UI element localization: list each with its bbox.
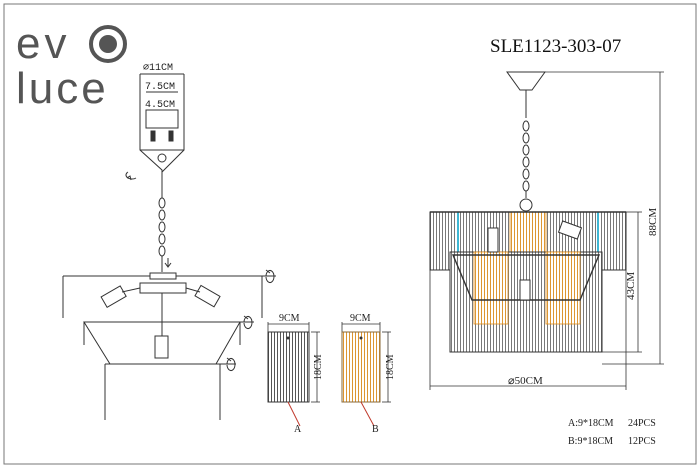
brand-logo-line1: ev [16, 19, 70, 68]
brand-logo-line2: luce [16, 64, 109, 113]
part-b-label: B:9*18CM [568, 436, 613, 447]
pendant-a-tag: A [294, 424, 302, 435]
brand-logo-dot-icon [99, 35, 117, 53]
pendant-a-leader [287, 401, 301, 427]
part-a-qty: 24PCS [628, 418, 656, 429]
pendant-a-width-label: 9CM [279, 313, 300, 324]
rotate-arrowhead-icon [126, 175, 132, 181]
pendant-b-height-label: 18CM [385, 354, 396, 380]
canopy-dim2-label: 4.5CM [145, 100, 175, 111]
pendant-b-glass [341, 331, 381, 403]
pendant-a-glass [267, 331, 310, 403]
height-body-label: 43CM [625, 272, 637, 300]
pendant-a-detail [267, 322, 320, 427]
dimension-lines [429, 71, 664, 390]
part-a-label: A:9*18CM [568, 418, 614, 429]
parts-list: A:9*18CM 24PCS B:9*18CM 12PCS [568, 418, 656, 447]
part-b-qty: 12PCS [628, 436, 656, 447]
exploded-view [62, 171, 276, 420]
height-total-label: 88CM [647, 208, 659, 236]
assembled-chandelier [429, 71, 627, 353]
width-label: ⌀50CM [508, 375, 543, 387]
suspension-chain [519, 120, 533, 212]
canopy-detail [139, 73, 185, 174]
pendant-a-height-label: 18CM [313, 354, 324, 380]
pendant-b-leader [360, 401, 375, 427]
canopy-diameter-label: ⌀11CM [143, 63, 173, 74]
ceiling-canopy [506, 71, 546, 91]
page-border [3, 3, 697, 465]
canopy-dim1-label: 7.5CM [145, 82, 175, 93]
model-number: SLE1123-303-07 [490, 36, 621, 57]
brand-logo: ev luce [16, 19, 127, 113]
brand-logo-ring-icon [89, 25, 127, 63]
pendant-b-tag: B [372, 424, 379, 435]
pendant-b-width-label: 9CM [350, 313, 371, 324]
pendant-b-detail [341, 322, 391, 427]
